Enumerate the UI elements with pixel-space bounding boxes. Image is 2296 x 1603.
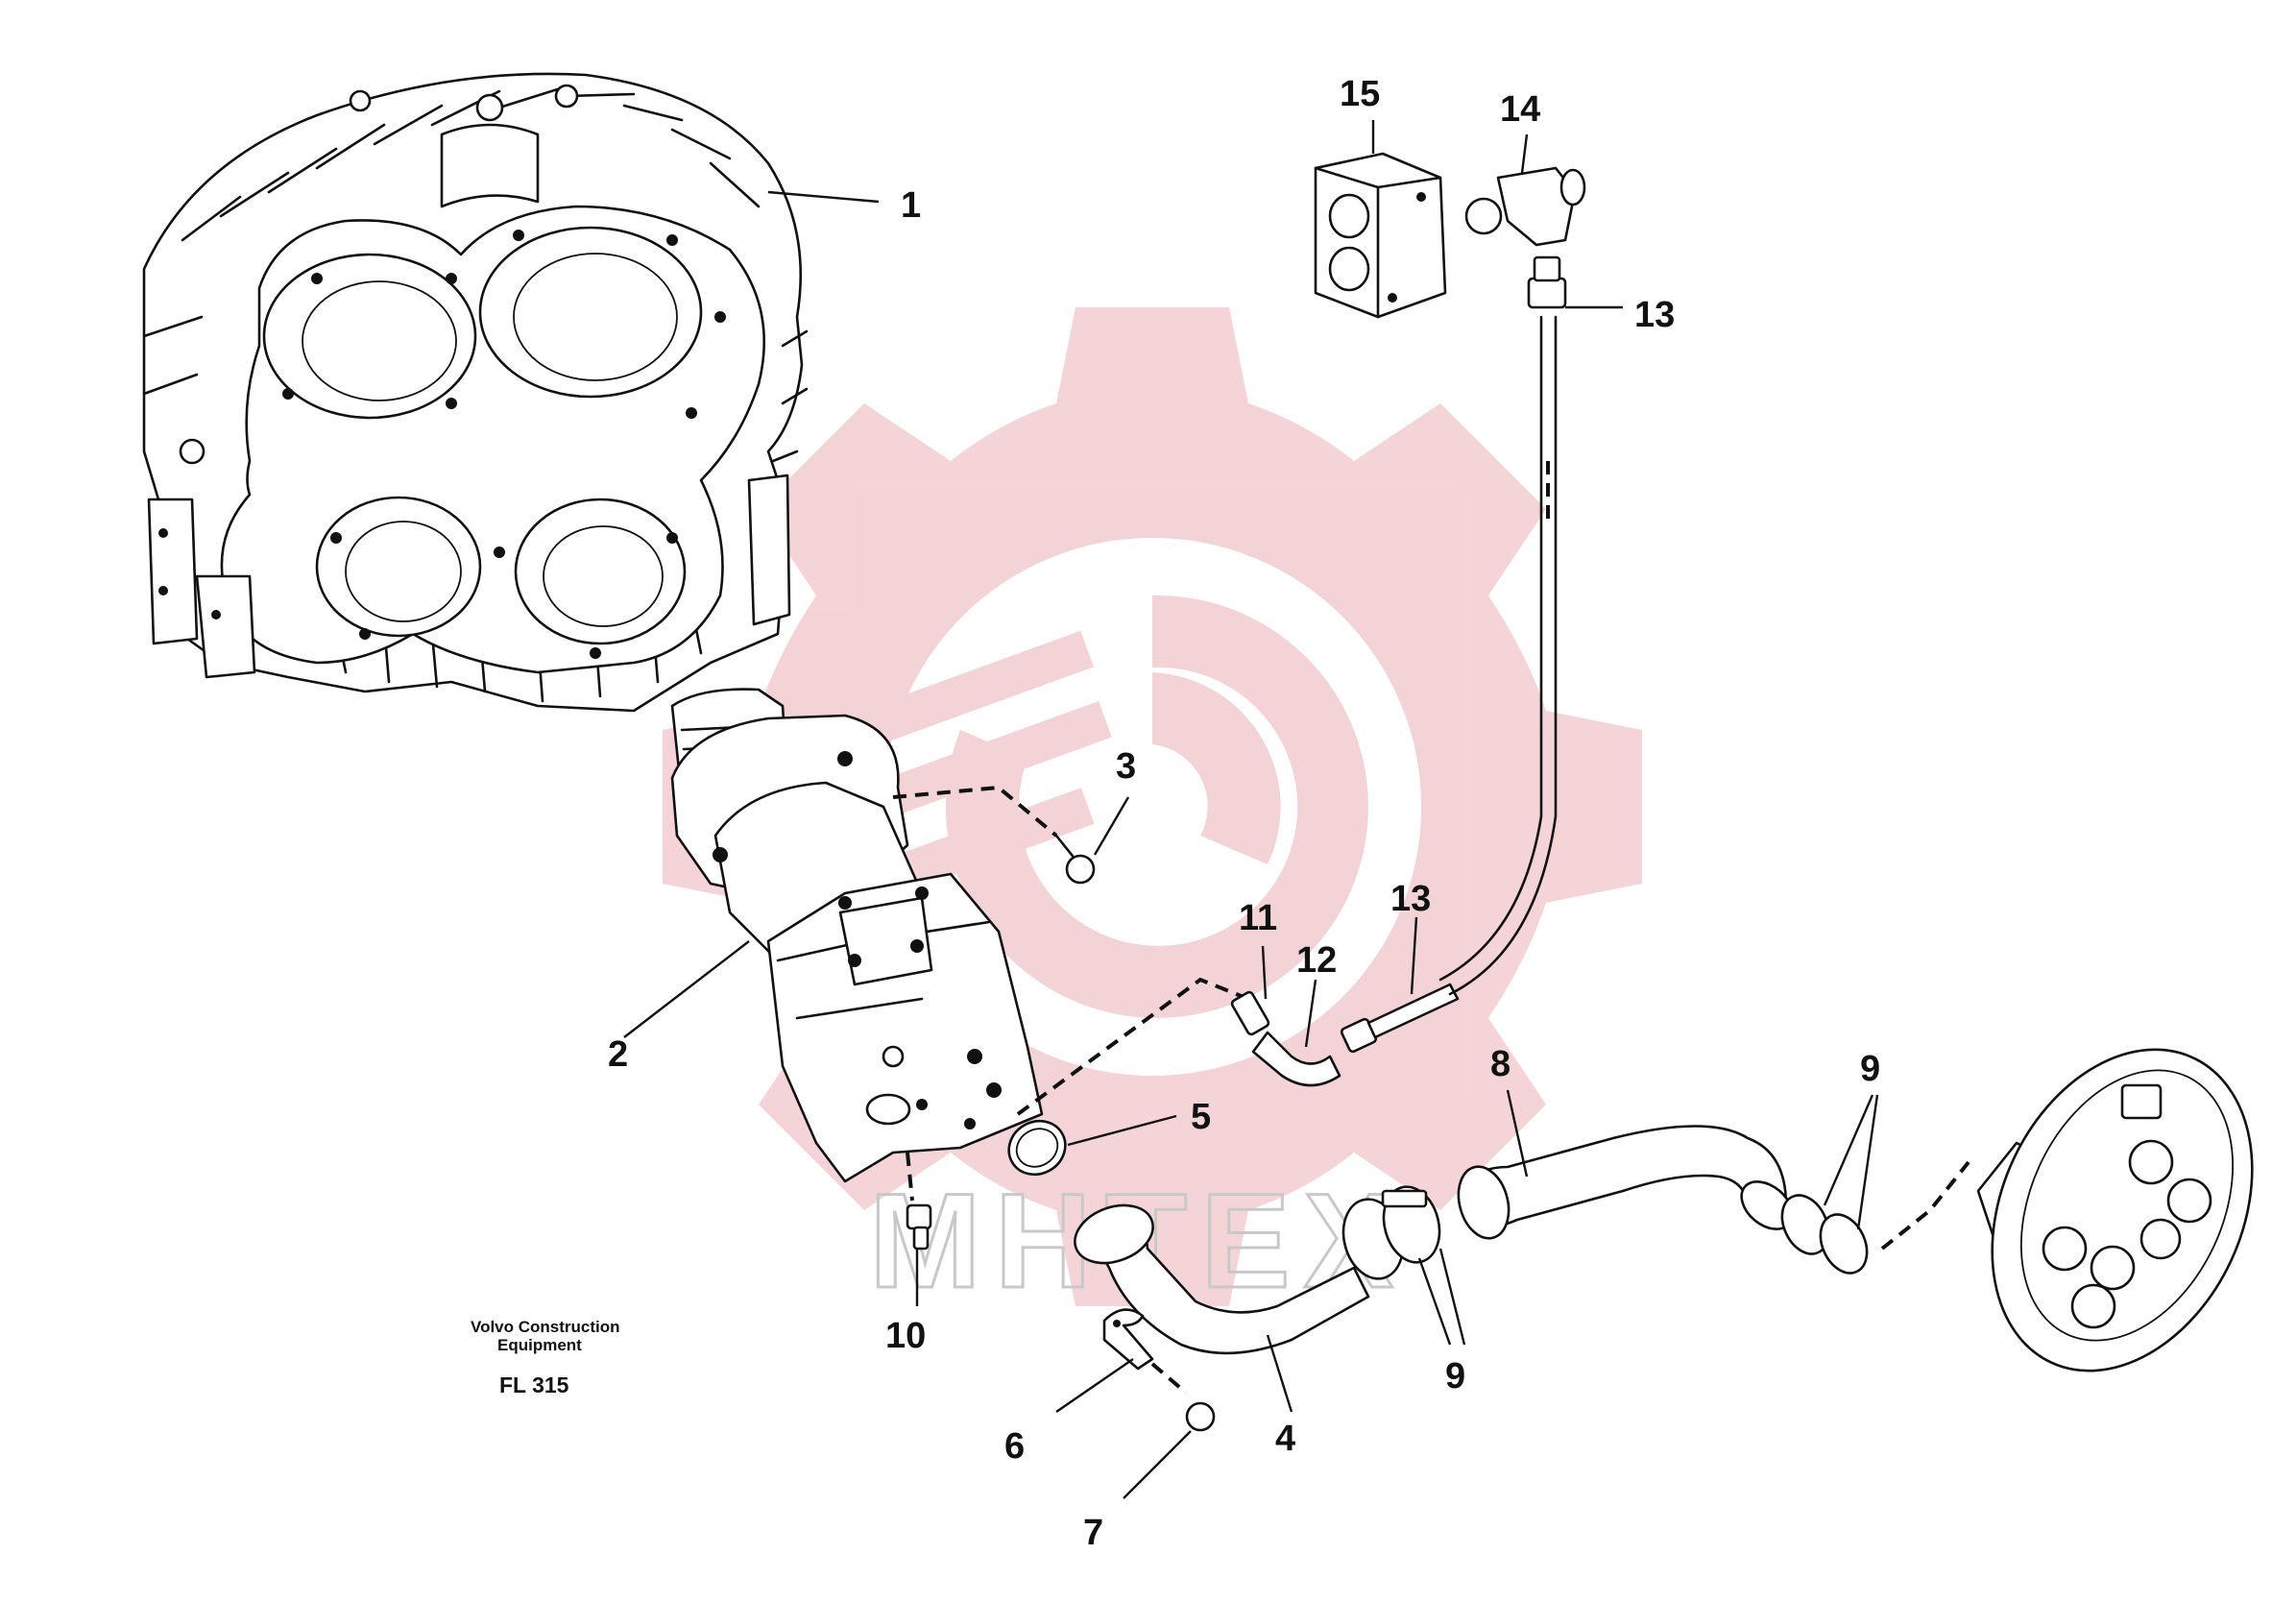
callout-11: 11 [1239, 898, 1277, 938]
callout-6: 6 [1004, 1426, 1025, 1467]
hose-fitting-13-upper [1527, 255, 1623, 309]
bolt-3 [892, 785, 1130, 885]
fitting-10 [906, 1152, 932, 1306]
caption-manufacturer-line2: Equipment [497, 1336, 582, 1354]
dashed-line-pump-to-11 [1016, 977, 1249, 1116]
o-ring-5 [1007, 1114, 1177, 1177]
motor-cover [1976, 1048, 2254, 1372]
callout-15: 15 [1340, 74, 1380, 114]
callout-1: 1 [901, 185, 921, 226]
callout-4: 4 [1275, 1419, 1295, 1459]
gear-housing [142, 72, 809, 713]
hydraulic-pump [670, 688, 1044, 1183]
callout-8: 8 [1490, 1044, 1511, 1084]
callout-7: 7 [1083, 1513, 1103, 1553]
valve-block-15 [1314, 120, 1447, 319]
callout-12: 12 [1296, 940, 1337, 981]
callout-14: 14 [1500, 89, 1540, 130]
callout-13-upper: 13 [1634, 295, 1675, 335]
callout-3: 3 [1116, 746, 1136, 787]
elbow-12 [1251, 979, 1341, 1087]
callout-13-lower: 13 [1390, 879, 1431, 919]
hose-13-lower [1340, 916, 1460, 1054]
callout-5: 5 [1191, 1097, 1211, 1137]
hose-8 [1457, 1089, 1794, 1240]
screw-7 [1123, 1401, 1216, 1499]
hose-clamp-9-left [1341, 1185, 1466, 1346]
figure-code: FL 315 [499, 1372, 569, 1397]
hose-clamp-9-right [1780, 1094, 1970, 1275]
caption-manufacturer-line1: Volvo Construction [471, 1318, 620, 1336]
tee-fitting-14 [1464, 134, 1586, 247]
callout-2: 2 [608, 1034, 628, 1075]
elbow-hose-4 [1074, 1203, 1370, 1413]
callout-9-right: 9 [1860, 1049, 1880, 1089]
clamp-6 [1055, 1308, 1188, 1413]
callout-10: 10 [885, 1316, 926, 1356]
callout-9-left: 9 [1445, 1356, 1465, 1397]
fitting-11 [1230, 945, 1270, 1036]
long-hose-13 [1448, 315, 1558, 996]
